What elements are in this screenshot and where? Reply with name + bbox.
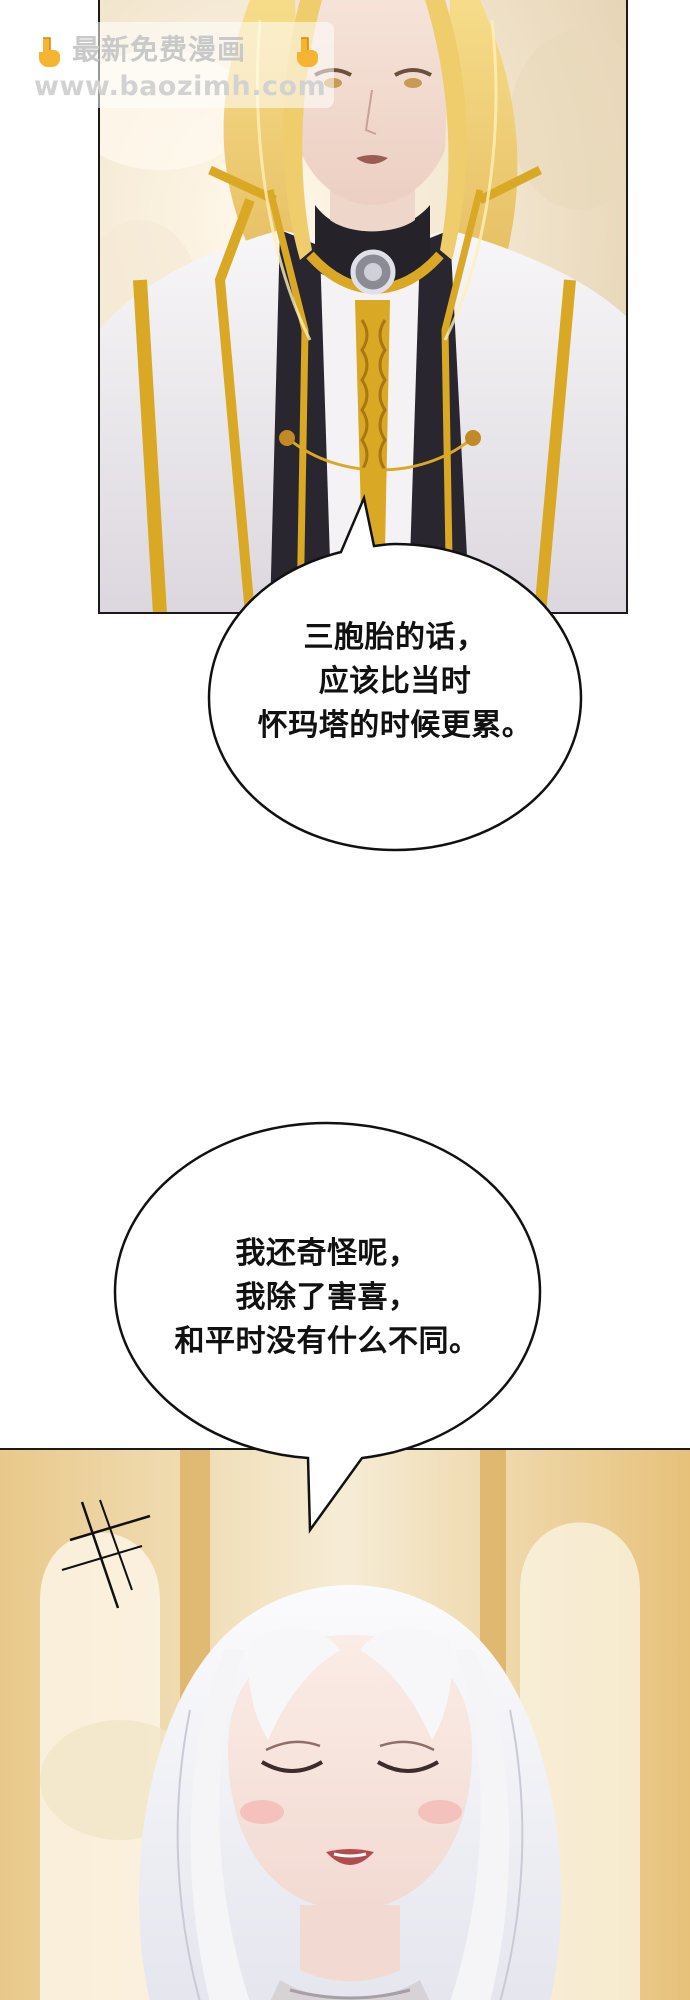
- speech-bubble-1-text: 三胞胎的话， 应该比当时 怀玛塔的时候更累。: [206, 616, 584, 748]
- dialogue-line: 我还奇怪呢，: [235, 1236, 419, 1271]
- watermark-title: 最新免费漫画: [72, 33, 247, 66]
- watermark-url: www.baozimh.com: [34, 71, 327, 102]
- pointing-down-hand-icon: [39, 37, 60, 67]
- dialogue-line: 和平时没有什么不同。: [174, 1324, 480, 1359]
- speech-bubble-1: 三胞胎的话， 应该比当时 怀玛塔的时候更累。: [206, 493, 584, 854]
- speech-bubble-2-text: 我还奇怪呢， 我除了害喜， 和平时没有什么不同。: [112, 1232, 542, 1364]
- speech-bubble-2: 我还奇怪呢， 我除了害喜， 和平时没有什么不同。: [112, 1120, 542, 1534]
- dialogue-line: 我除了害喜，: [235, 1280, 419, 1315]
- pointing-down-hand-icon: [297, 37, 318, 67]
- speech-bubble-2-shape: [113, 1121, 542, 1534]
- dialogue-line: 怀玛塔的时候更累。: [257, 708, 533, 743]
- watermark: 最新免费漫画 www.baozimh.com: [22, 22, 334, 108]
- dialogue-line: 应该比当时: [318, 664, 472, 699]
- panel-white-haired-woman: [0, 1448, 690, 2000]
- white-haired-woman-illustration: [0, 1450, 690, 2000]
- dialogue-line: 三胞胎的话，: [303, 620, 487, 655]
- speech-bubble-1-shape: [207, 493, 583, 852]
